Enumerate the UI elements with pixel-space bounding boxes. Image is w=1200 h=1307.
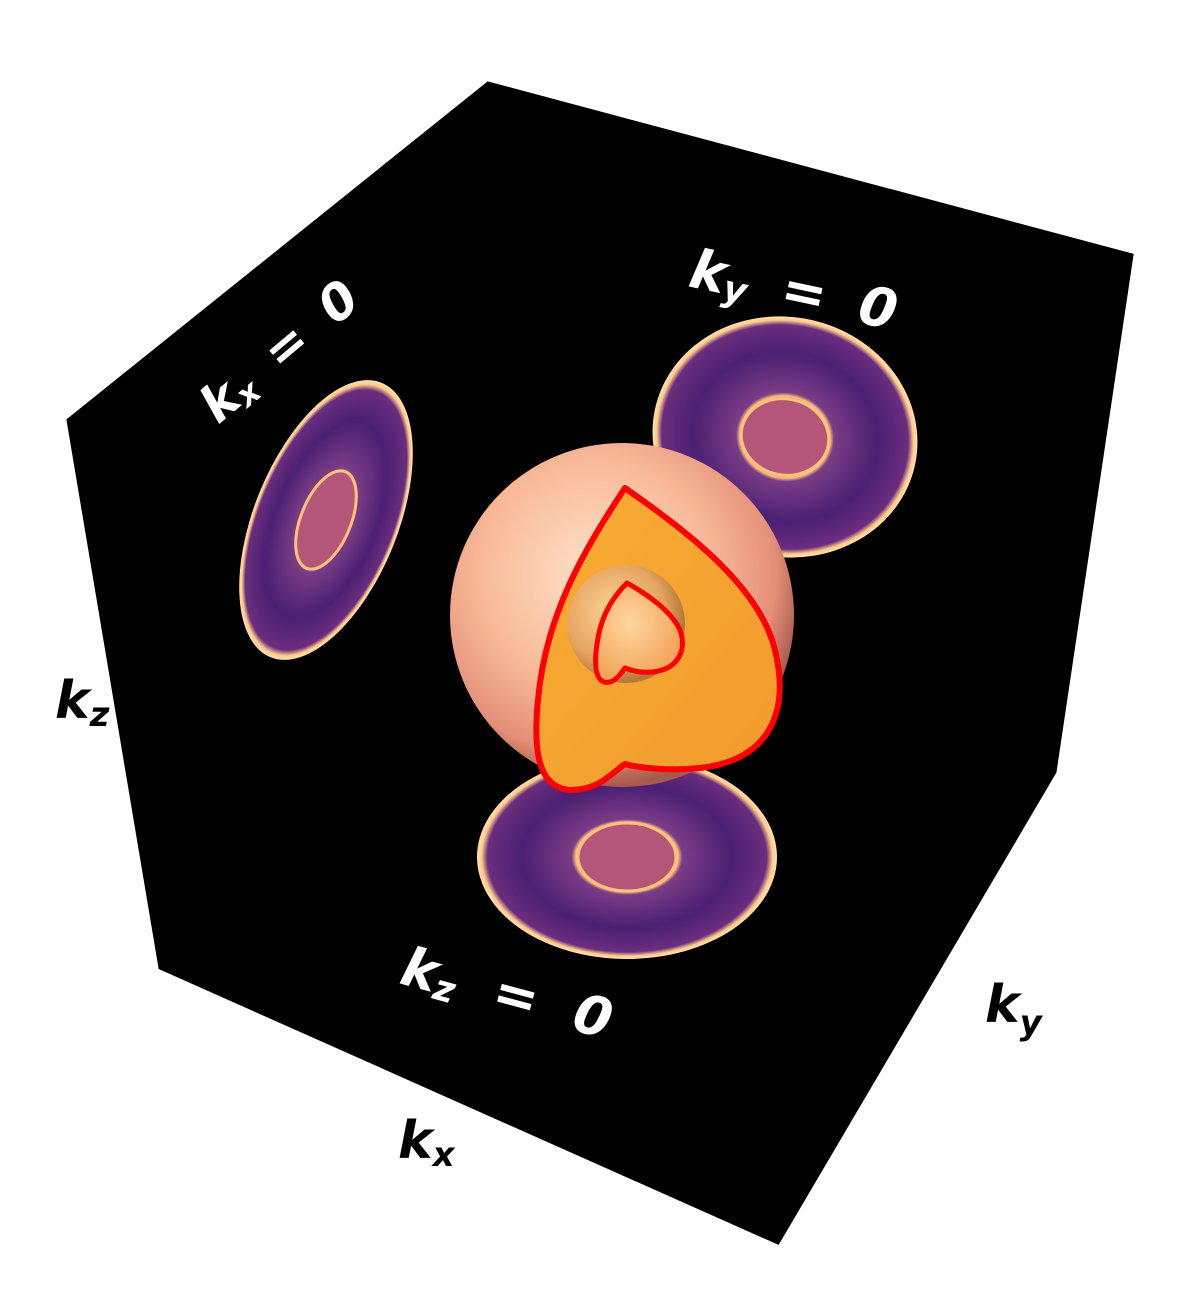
- inner-cutaway-section: [593, 580, 685, 685]
- axis-label-kz: kz: [55, 671, 110, 735]
- kz0-projection: [477, 755, 777, 959]
- axis-label-ky-sub: y: [1020, 1003, 1044, 1043]
- axis-label-ky: ky: [985, 975, 1044, 1043]
- axis-label-kx-sub: x: [431, 1135, 456, 1175]
- ky0-inner-contour: [739, 397, 831, 477]
- fermi-sphere: [450, 443, 794, 793]
- axis-label-kx-base: k: [398, 1111, 436, 1171]
- axis-label-kz-base: k: [55, 671, 93, 731]
- kz0-inner-contour: [576, 821, 678, 893]
- axis-label-kx: kx: [398, 1111, 456, 1175]
- axis-label-ky-base: k: [985, 975, 1023, 1035]
- kx0-projection: [239, 380, 413, 660]
- kx0-inner-contour: [294, 469, 358, 571]
- axis-label-kz-sub: z: [89, 695, 110, 735]
